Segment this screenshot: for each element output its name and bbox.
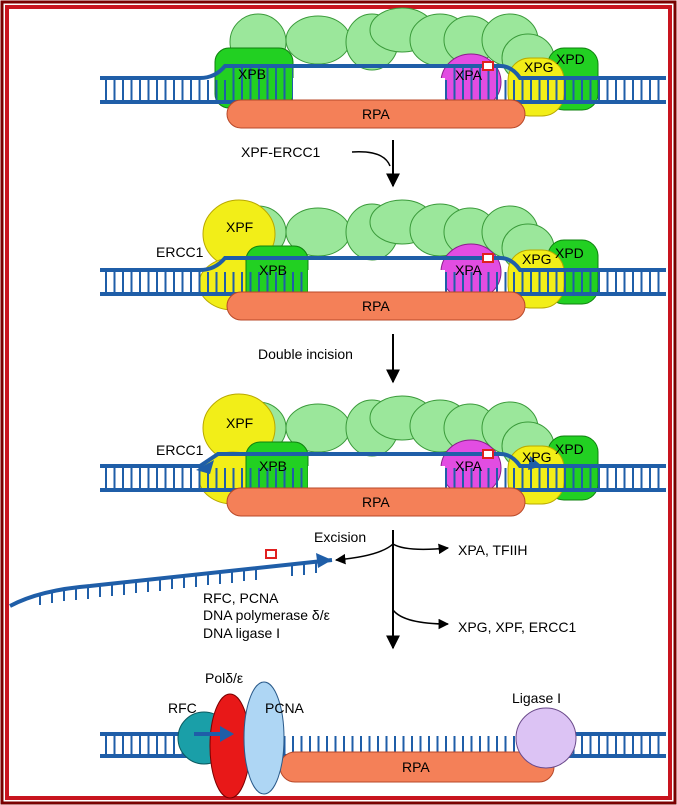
tfiih-complex <box>229 7 555 83</box>
step-arrow-1: XPF-ERCC1 <box>241 140 400 188</box>
rpa-label-2: RPA <box>362 298 390 314</box>
xpf-label-3: XPF <box>226 415 253 431</box>
excision-step: Excision XPA, TFIIH XPG, XPF, ERCC1 RFC,… <box>9 529 576 650</box>
rpa-label-4: RPA <box>402 759 430 775</box>
rpa-shape-2 <box>226 291 526 321</box>
xpb-label: XPB <box>238 66 266 82</box>
factor-rfc-pcna: RFC, PCNA <box>203 590 279 606</box>
xpa-label-2: XPA <box>455 262 483 278</box>
panel-3: XPF ERCC1 XPB XPA XPG XPD RPA <box>100 393 666 517</box>
xpa-label: XPA <box>455 67 483 83</box>
xpd-label-3: XPD <box>555 441 584 457</box>
xpa-label-3: XPA <box>455 458 483 474</box>
panel-2: XPF ERCC1 XPB XPA XPG XPD RPA <box>100 199 666 321</box>
xpb-label-3: XPB <box>259 458 287 474</box>
xpd-label-2: XPD <box>555 245 584 261</box>
pcna-shape <box>243 681 285 795</box>
factor-dna-ligase: DNA ligase I <box>203 625 280 641</box>
ligase-shape <box>515 707 577 769</box>
rpa-shape <box>226 99 526 129</box>
rpa-label: RPA <box>362 106 390 122</box>
step-arrow-2: Double incision <box>258 334 400 384</box>
rpa-shape-3 <box>226 487 526 517</box>
xpd-label: XPD <box>556 51 585 67</box>
excision-label: Excision <box>314 529 366 545</box>
ercc1-label-3: ERCC1 <box>156 442 204 458</box>
released-xpa-tfiih-label: XPA, TFIIH <box>458 542 528 558</box>
ligase-label: Ligase I <box>512 690 561 706</box>
dna-duplex-1 <box>100 61 666 104</box>
xpf-label-2: XPF <box>226 219 253 235</box>
step-double-incision-label: Double incision <box>258 346 353 362</box>
excised-oligo <box>9 549 333 608</box>
incision-arrow-right <box>528 456 542 470</box>
xpg-label-2: XPG <box>522 251 552 267</box>
ercc1-label-2: ERCC1 <box>156 244 204 260</box>
step-xpf-ercc1-label: XPF-ERCC1 <box>241 144 321 160</box>
dna-duplex-2 <box>100 253 666 296</box>
xpg-label-3: XPG <box>522 449 552 465</box>
pol-label: Polδ/ε <box>205 670 243 686</box>
panel-4: RFC Polδ/ε PCNA Ligase I RPA <box>100 670 666 799</box>
pcna-label: PCNA <box>265 700 305 716</box>
incision-arrow-left <box>196 460 214 474</box>
xpb-label-2: XPB <box>259 262 287 278</box>
rfc-label: RFC <box>168 700 197 716</box>
factor-dna-polymerase: DNA polymerase δ/ε <box>203 607 330 623</box>
inner-border <box>5 5 672 800</box>
rpa-label-3: RPA <box>362 494 390 510</box>
xpg-label: XPG <box>524 59 554 75</box>
released-xpg-xpf-ercc1-label: XPG, XPF, ERCC1 <box>458 619 576 635</box>
panel-1: XPB XPA XPG XPD RPA <box>100 7 666 129</box>
